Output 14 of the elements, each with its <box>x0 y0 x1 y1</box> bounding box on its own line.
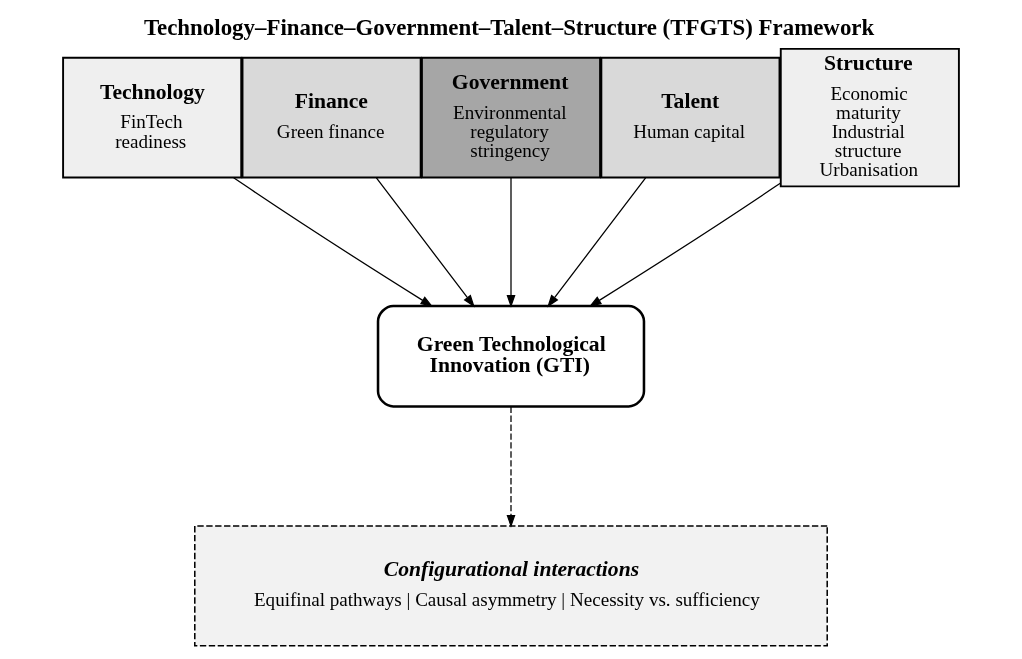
node-box: Finance Green finance <box>241 56 422 179</box>
arrow <box>506 177 516 308</box>
diagram-title: Technology–Finance–Government–Talent–Structure (TFGTS) Framework <box>143 15 875 41</box>
node-box: Structure Economic maturity Industrial structure Urbanisation <box>779 47 960 188</box>
arrow <box>547 177 647 308</box>
node-box: Government Environmental regulatory stringency <box>420 56 602 179</box>
arrow <box>506 406 516 528</box>
node-box: Green Technological Innovation (GTI) <box>376 304 646 408</box>
arrow <box>233 177 434 307</box>
arrow <box>588 182 782 307</box>
node-box: Configurational interactions Equifinal pathways | Causal asymmetry | Necessity vs. sufficiency <box>194 525 828 647</box>
node-box: Talent Human capital <box>600 56 781 179</box>
node-box: Technology FinTech readiness <box>62 56 243 179</box>
arrow <box>375 177 475 308</box>
